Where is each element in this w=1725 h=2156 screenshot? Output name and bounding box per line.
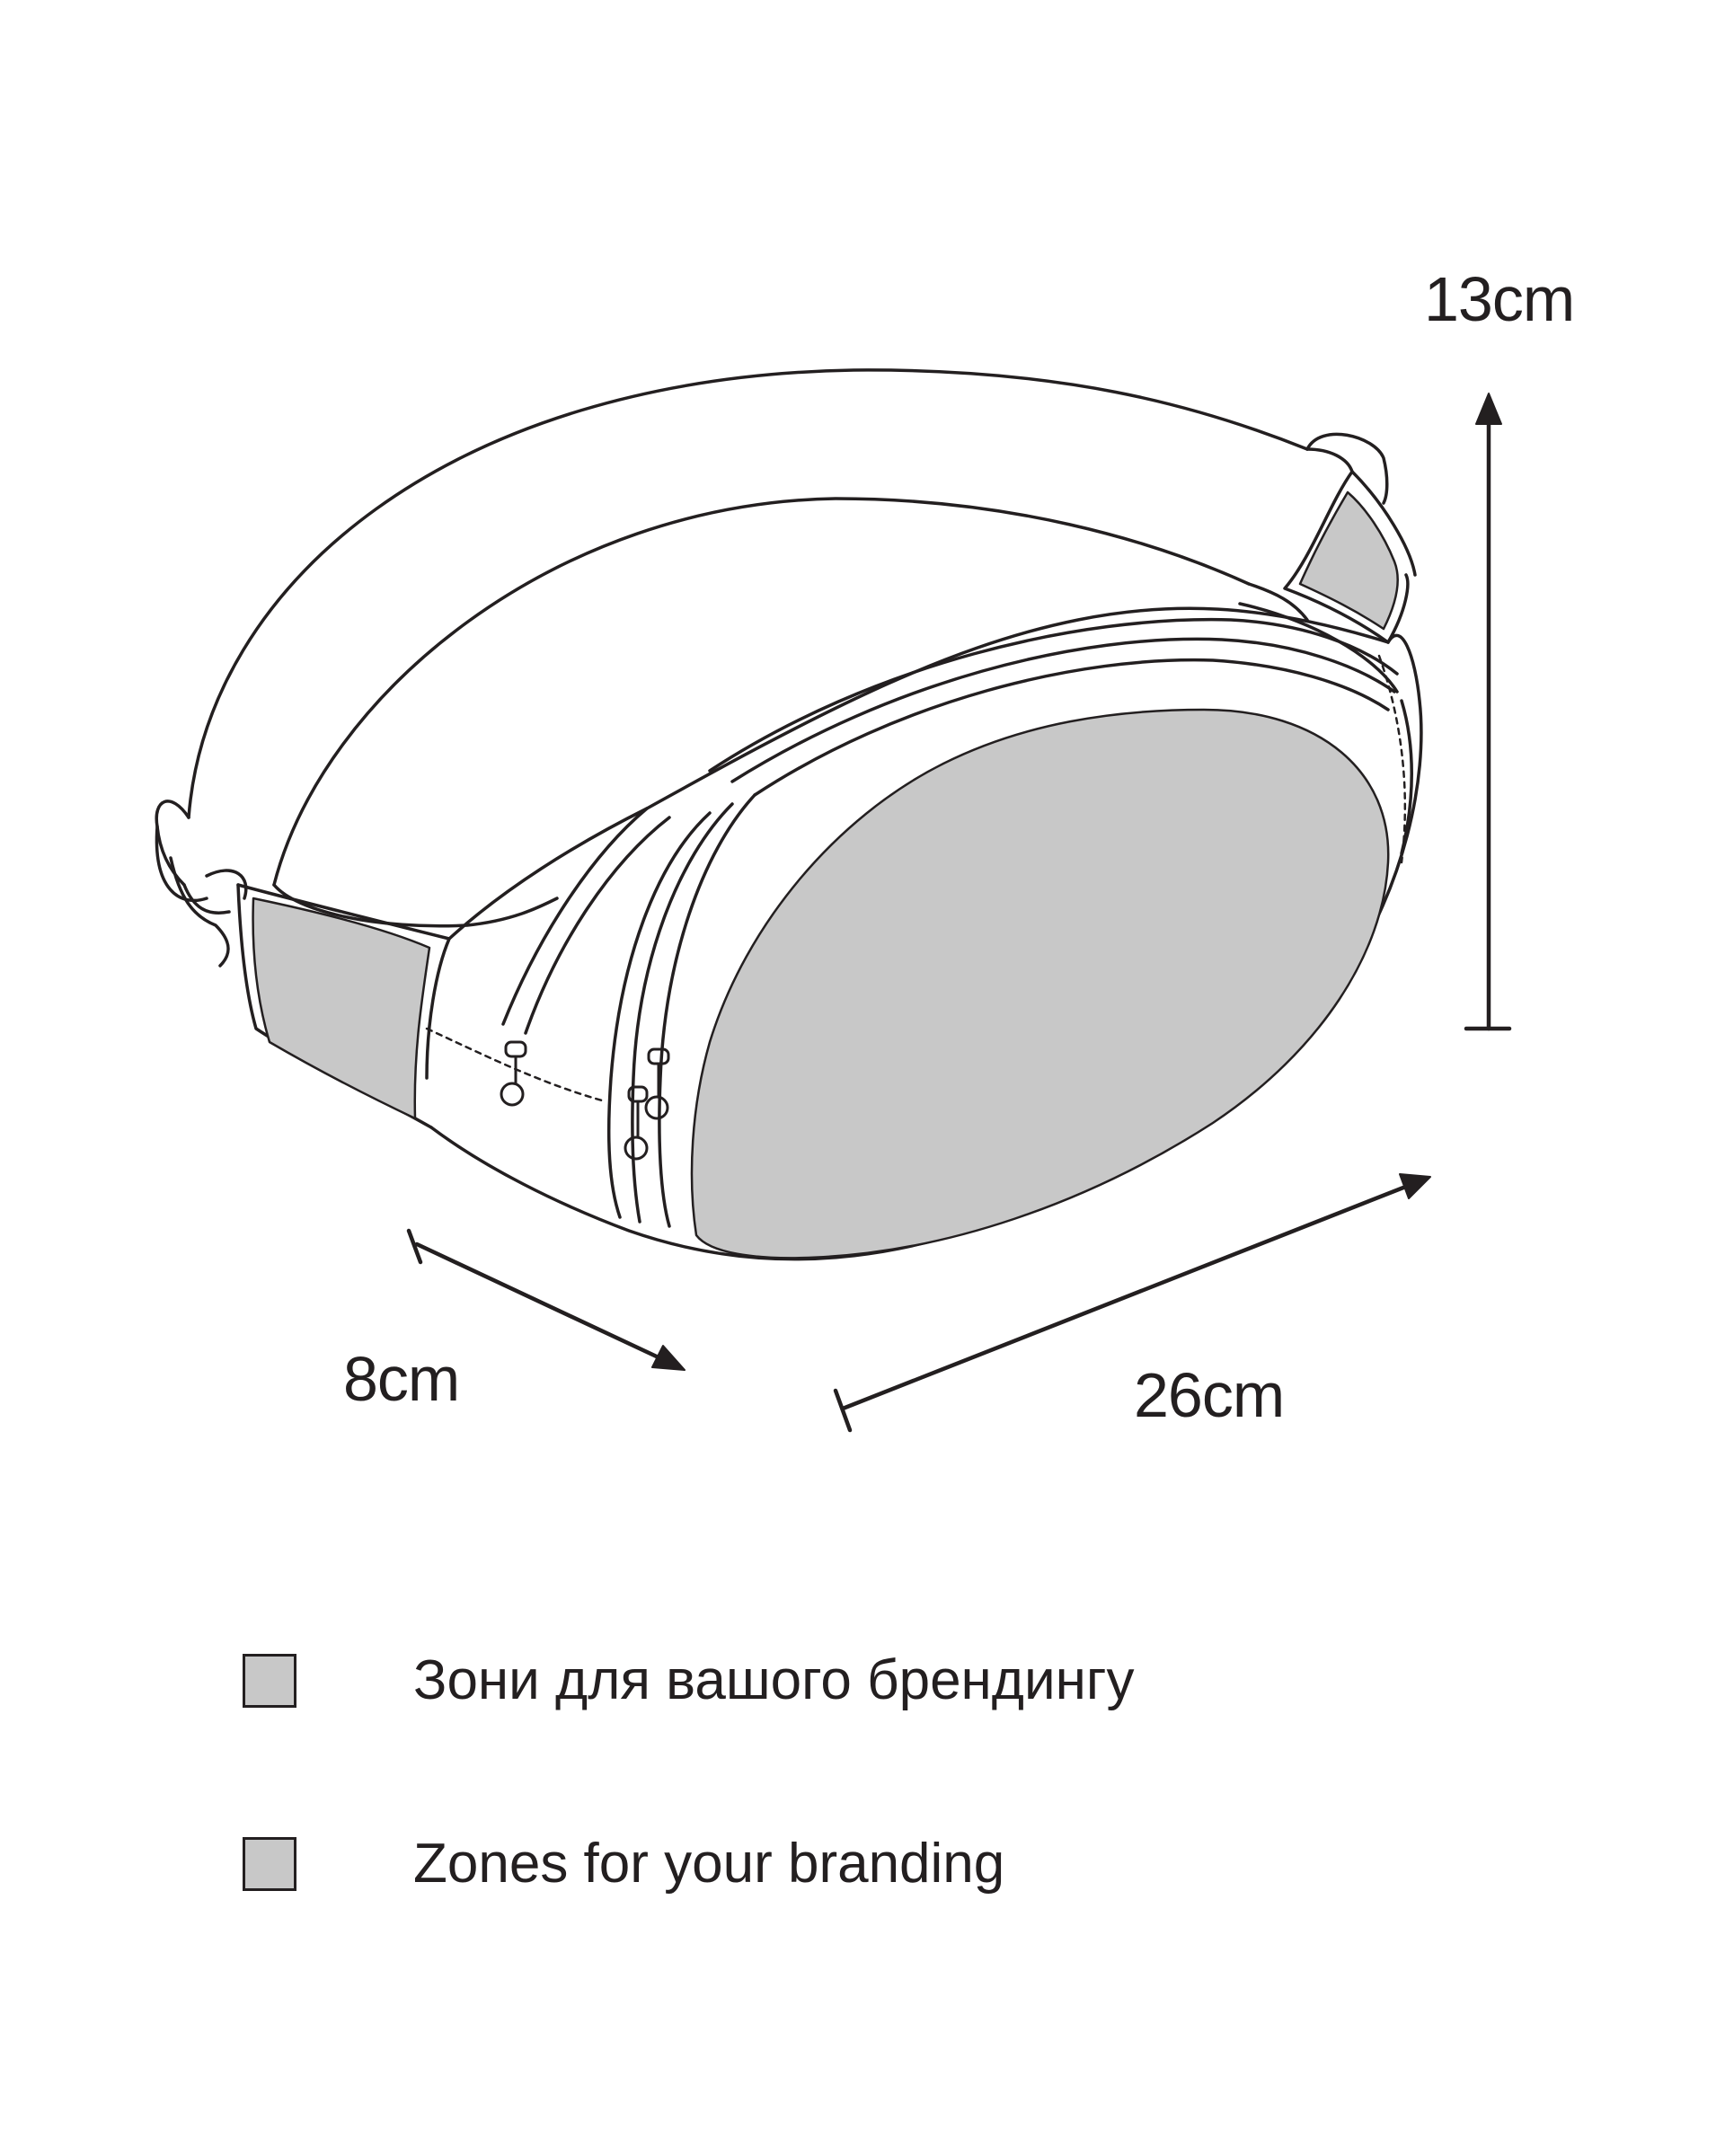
legend-label: Zones for your branding (413, 1833, 1005, 1895)
legend-item-english: Zones for your branding (243, 1833, 1590, 1895)
dimension-width (833, 1173, 1431, 1433)
legend-item-ukrainian: Зони для вашого брендингу (243, 1649, 1590, 1712)
belt-bag-diagram (155, 368, 1512, 1433)
branding-zone-left (252, 897, 431, 1120)
right-strap-end (1305, 432, 1389, 505)
dimension-depth-label: 8cm (343, 1344, 460, 1414)
left-strap-end (155, 800, 248, 968)
legend-label: Зони для вашого брендингу (413, 1649, 1135, 1711)
dimension-height (1464, 393, 1512, 1031)
dimension-height-label: 13cm (1424, 264, 1575, 334)
dimension-depth (406, 1228, 686, 1371)
dimension-width-label: 26cm (1134, 1360, 1285, 1430)
right-side-panel (1283, 470, 1417, 644)
bag-body (425, 602, 1423, 1261)
branding-zone-right (1298, 490, 1400, 631)
zipper-pull-right (624, 1047, 670, 1161)
zipper-pull-left (500, 1040, 527, 1107)
branding-zone-front (690, 708, 1390, 1259)
legend-swatch (243, 1837, 296, 1891)
legend-swatch (243, 1654, 296, 1708)
strap (187, 368, 1309, 928)
